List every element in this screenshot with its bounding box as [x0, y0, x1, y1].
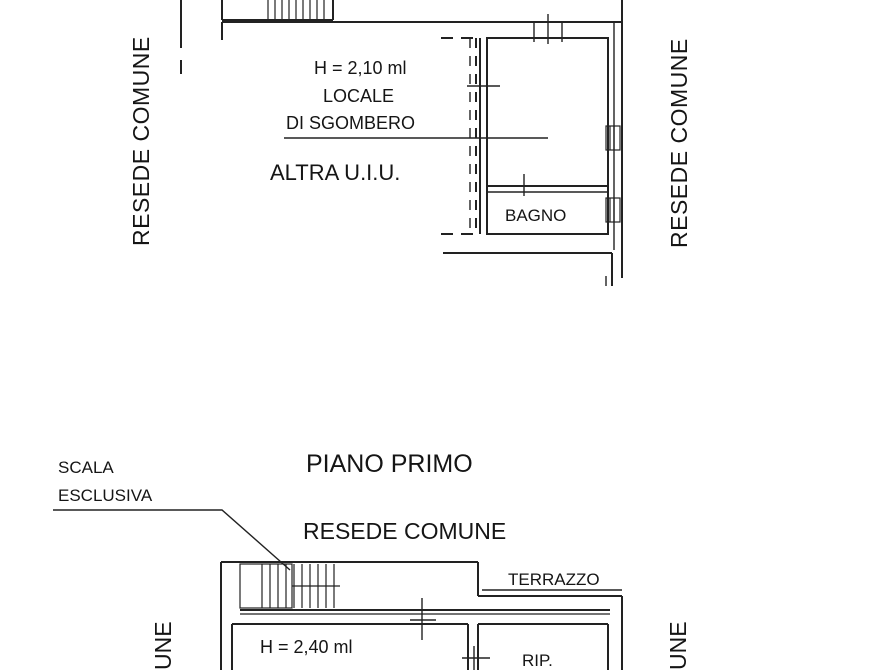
floor-title: PIANO PRIMO	[306, 450, 473, 478]
side-label-right-lower: UNE	[665, 621, 691, 670]
terrace-label: TERRAZZO	[508, 570, 600, 589]
other-unit-label: ALTRA U.I.U.	[270, 160, 401, 185]
upper-stair-fragment	[221, 0, 334, 21]
room-height-upper: H = 2,10 ml	[314, 58, 407, 78]
room-name-line2: DI SGOMBERO	[286, 113, 416, 133]
stair-leader-line	[53, 509, 291, 571]
stair-label-line2: ESCLUSIVA	[58, 486, 153, 505]
storage-room-walls	[479, 37, 609, 235]
bathroom-label: BAGNO	[505, 206, 567, 225]
side-label-left-lower: UNE	[150, 621, 176, 670]
side-label-left-upper: RESEDE COMUNE	[128, 36, 154, 246]
window-right-upper	[605, 125, 621, 223]
storage-label: RIP.	[522, 651, 553, 670]
room-name-line1: LOCALE	[323, 86, 395, 106]
lower-top-label: RESEDE COMUNE	[303, 518, 507, 544]
dashed-partition	[441, 37, 477, 235]
stair-label-line1: SCALA	[58, 458, 114, 477]
side-label-right-upper: RESEDE COMUNE	[666, 38, 692, 248]
lower-room-walls	[231, 623, 609, 670]
exclusive-stair	[239, 563, 340, 609]
room-height-lower: H = 2,40 ml	[260, 637, 353, 657]
